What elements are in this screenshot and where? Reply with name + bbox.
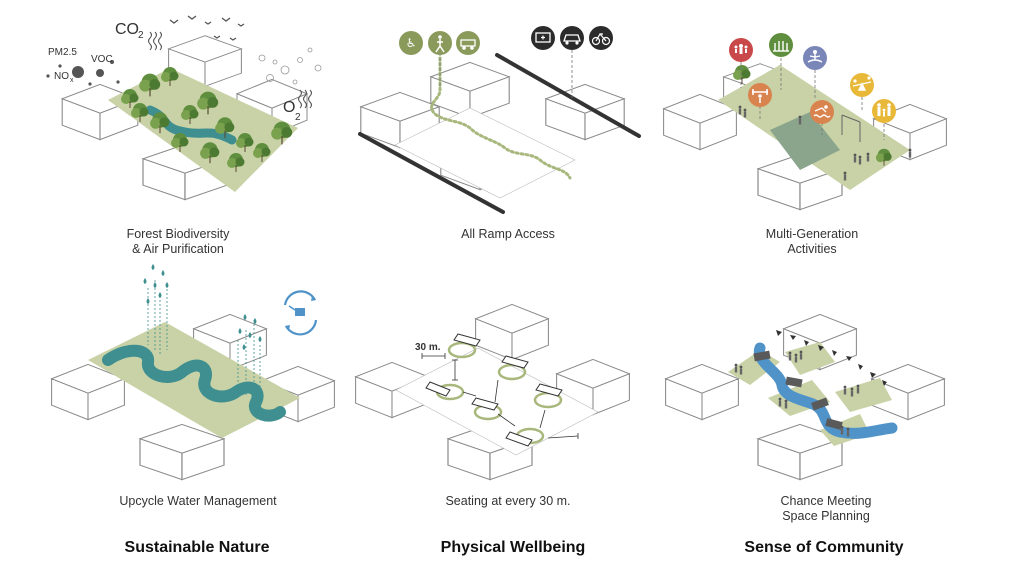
svg-text:♿: ♿ xyxy=(406,36,417,50)
garden-icon xyxy=(769,33,793,57)
family-icon xyxy=(872,99,896,123)
caption-seating: Seating at every 30 m. xyxy=(445,494,570,508)
o2-label: O xyxy=(283,99,295,116)
distance-label: 30 m. xyxy=(415,342,441,353)
heading-sense-of-community: Sense of Community xyxy=(744,539,903,556)
group-icon xyxy=(729,38,753,62)
ramp-access-illustration: ♿ xyxy=(358,26,641,214)
voc-label: VOC xyxy=(91,54,113,65)
nox-label: NO xyxy=(54,71,69,82)
co2-subscript: 2 xyxy=(138,30,144,41)
ambulance-icon xyxy=(531,26,555,50)
fitness-icon xyxy=(748,83,772,107)
car-icon xyxy=(560,26,584,50)
meditation-icon xyxy=(803,46,827,70)
seesaw-icon xyxy=(850,73,874,97)
heading-sustainable-nature: Sustainable Nature xyxy=(125,539,270,556)
pm25-label: PM2.5 xyxy=(48,47,77,58)
heading-physical-wellbeing: Physical Wellbeing xyxy=(441,539,586,556)
seating-illustration: 30 m. xyxy=(355,303,630,481)
caption-water: Upcycle Water Management xyxy=(119,494,277,508)
multi-generation-illustration xyxy=(663,33,947,211)
swimming-icon xyxy=(810,100,834,124)
watering-can-recycle-icon xyxy=(283,290,318,336)
bicycle-icon xyxy=(589,26,613,50)
nox-subscript: x xyxy=(70,77,74,84)
caption-multigen-line2: Activities xyxy=(787,242,836,256)
caption-forest-line1: Forest Biodiversity xyxy=(127,227,231,241)
caption-multigen-line1: Multi-Generation xyxy=(766,227,858,241)
forest-biodiversity-illustration: CO 2 PM2.5 VOC NO x O 2 xyxy=(46,15,322,201)
wheelchair-icon: ♿ xyxy=(399,31,423,55)
chance-meeting-illustration xyxy=(665,313,945,481)
caption-ramp: All Ramp Access xyxy=(461,227,555,241)
golf-cart-icon xyxy=(456,31,480,55)
o2-subscript: 2 xyxy=(295,112,301,123)
caption-chance-line2: Space Planning xyxy=(782,509,870,523)
caption-forest-line2: & Air Purification xyxy=(132,242,224,256)
co2-label: CO xyxy=(115,21,139,38)
caption-chance-line1: Chance Meeting xyxy=(780,494,871,508)
walking-person-icon xyxy=(428,31,452,55)
water-management-illustration xyxy=(51,264,335,481)
